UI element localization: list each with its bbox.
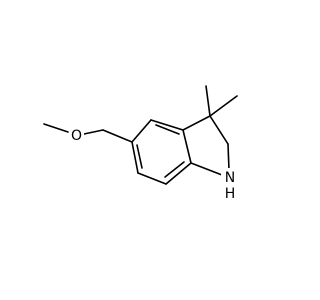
bond-c3a-c7a xyxy=(182,129,192,164)
methyl-bond-right xyxy=(209,95,238,117)
oxygen-atom-label: O xyxy=(71,128,82,144)
aromatic-inner-bond-1 xyxy=(155,124,180,135)
bond-o-ch3 xyxy=(43,123,69,133)
bond-c4-c3a xyxy=(150,119,184,131)
aromatic-inner-bond-3 xyxy=(136,144,143,169)
bond-c5-c4 xyxy=(131,119,152,143)
nitrogen-atom-label: N xyxy=(225,170,235,186)
nitrogen-label-background xyxy=(221,168,239,202)
bond-c3-c2 xyxy=(209,115,229,145)
bond-c5-ch2 xyxy=(102,129,133,143)
hydrogen-atom-label: H xyxy=(225,186,236,202)
bond-c6-c5 xyxy=(131,141,139,174)
bond-c3a-c3 xyxy=(182,115,211,131)
bond-c2-n1 xyxy=(227,143,230,171)
molecule-diagram: O N H xyxy=(43,85,239,202)
bond-n1-c7a xyxy=(190,162,223,176)
structure-svg: O N H xyxy=(43,85,239,202)
methyl-bond-left xyxy=(205,85,211,117)
oxygen-label-background xyxy=(69,126,84,144)
bond-c7-c6 xyxy=(137,172,167,185)
bond-c7a-c7 xyxy=(165,162,192,185)
aromatic-inner-bond-2 xyxy=(164,161,185,178)
bond-ch2-o xyxy=(83,129,104,135)
